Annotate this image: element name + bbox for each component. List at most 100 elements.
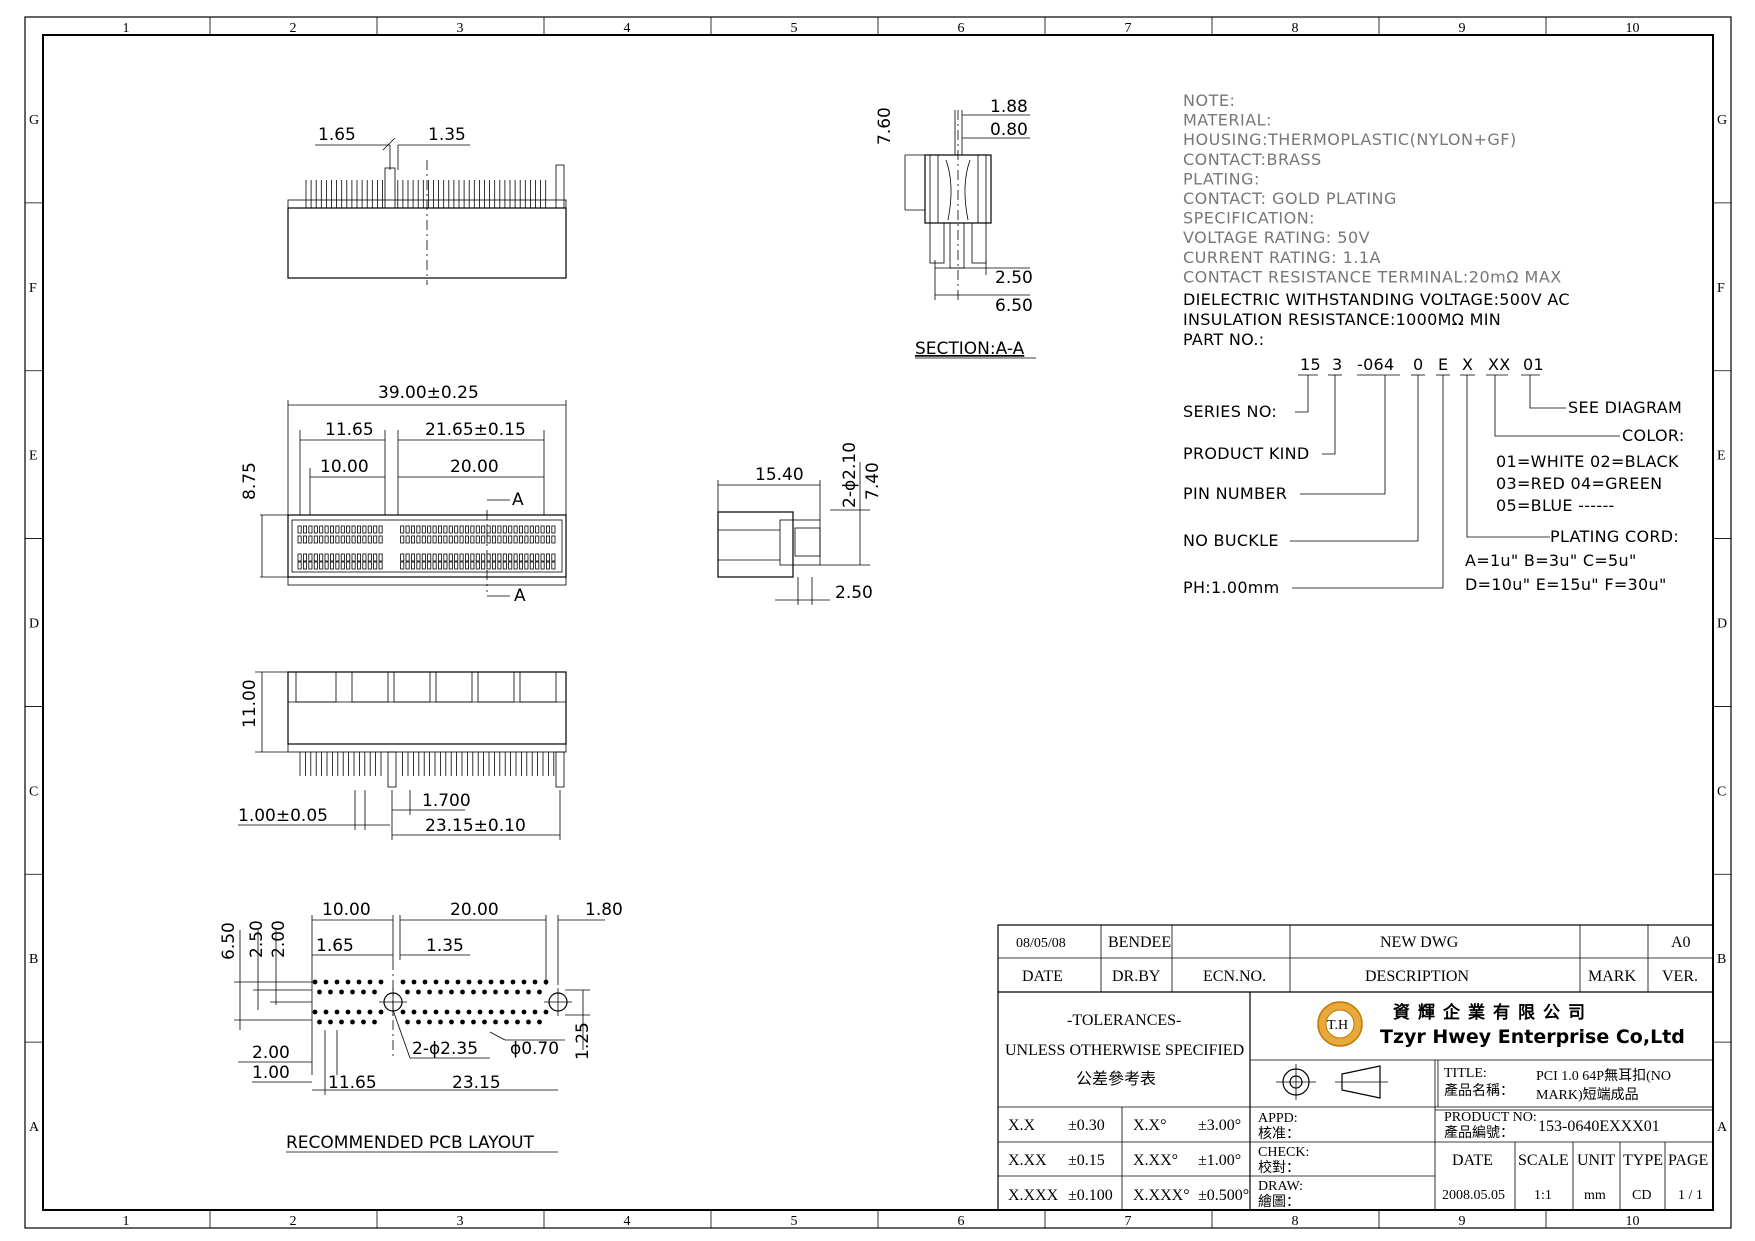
dim-1-88: 1.88 xyxy=(990,97,1028,117)
dim-1-35-pcb: 1.35 xyxy=(426,936,464,956)
title-value-line-1: PCI 1.0 64P無耳扣(NO xyxy=(1536,1068,1671,1084)
pn-seg-064: -064 xyxy=(1357,355,1395,374)
footer-type-header: TYPE xyxy=(1623,1152,1663,1169)
section-mark-a-bottom: A xyxy=(514,586,526,606)
tolerance-cell: ±1.00° xyxy=(1198,1152,1241,1169)
projection-symbol xyxy=(1276,1064,1388,1100)
notes-block: NOTE:MATERIAL:HOUSING:THERMOPLASTIC(NYLO… xyxy=(1183,91,1570,349)
grid-row-label-right: G xyxy=(1717,113,1727,128)
grid-col-label-top: 7 xyxy=(1125,21,1132,36)
grid-row-label-left: E xyxy=(29,449,38,464)
appd-label: APPD: xyxy=(1258,1111,1298,1126)
pn-seg-15: 15 xyxy=(1300,355,1321,374)
note-line: CONTACT: GOLD PLATING xyxy=(1183,189,1397,208)
note-line: CONTACT RESISTANCE TERMINAL:20mΩ MAX xyxy=(1183,267,1562,286)
note-line: MATERIAL: xyxy=(1183,111,1272,130)
dim-2-00-pcb-h: 2.00 xyxy=(252,1043,290,1063)
logo-text: T.H xyxy=(1327,1018,1348,1033)
dim-10-00-plan: 10.00 xyxy=(320,457,369,477)
pn-seg-e: E xyxy=(1438,355,1448,374)
check-label: CHECK: xyxy=(1258,1145,1309,1160)
tolerance-cell: ±0.100 xyxy=(1068,1187,1113,1204)
grid-row-label-right: C xyxy=(1717,784,1726,799)
grid-col-label-bottom: 4 xyxy=(624,1214,631,1229)
grid-col-label-bottom: 1 xyxy=(123,1214,130,1229)
pn-color-line-3: 05=BLUE ------ xyxy=(1496,496,1615,515)
dim-1-80: 1.80 xyxy=(585,900,623,920)
grid-col-label-top: 5 xyxy=(791,21,798,36)
note-line-bold: DIELECTRIC WITHSTANDING VOLTAGE:500V AC xyxy=(1183,290,1570,309)
note-line: SPECIFICATION: xyxy=(1183,209,1315,228)
grid-col-label-top: 8 xyxy=(1292,21,1299,36)
hdr-drby: DR.BY xyxy=(1112,968,1161,985)
tol-cn: 公差參考表 xyxy=(1076,1070,1156,1088)
dim-11-65: 11.65 xyxy=(325,420,374,440)
note-line-bold: PART NO.: xyxy=(1183,330,1264,349)
title-block: 08/05/08 BENDEE NEW DWG A0 DATE DR.BY EC… xyxy=(997,924,1714,1211)
draw-label: DRAW: xyxy=(1258,1179,1303,1194)
hdr-mark: MARK xyxy=(1588,968,1636,985)
pn-series-label: SERIES NO: xyxy=(1183,402,1277,421)
footer-date-value: 2008.05.05 xyxy=(1442,1188,1505,1203)
grid-col-label-bottom: 6 xyxy=(958,1214,965,1229)
pn-product-kind-label: PRODUCT KIND xyxy=(1183,444,1310,463)
pn-pin-number-label: PIN NUMBER xyxy=(1183,484,1287,503)
dim-11-65-pcb: 11.65 xyxy=(328,1073,377,1093)
footer-unit-value: mm xyxy=(1584,1188,1606,1203)
title-label: TITLE: xyxy=(1444,1066,1487,1081)
footer-page-header: PAGE xyxy=(1668,1152,1708,1169)
tolerance-cell: ±0.500° xyxy=(1198,1187,1249,1204)
grid-row-label-left: F xyxy=(29,281,37,296)
section-label: SECTION:A-A xyxy=(915,339,1025,359)
grid-row-label-right: A xyxy=(1717,1120,1728,1135)
pn-color-line-2: 03=RED 04=GREEN xyxy=(1496,474,1662,493)
footer-date-header: DATE xyxy=(1452,1152,1493,1169)
note-line: PLATING: xyxy=(1183,169,1260,188)
grid-col-label-top: 6 xyxy=(958,21,965,36)
footer-scale-header: SCALE xyxy=(1518,1152,1569,1169)
dim-2-50-sec: 2.50 xyxy=(995,268,1033,288)
footer-scale-value: 1:1 xyxy=(1534,1188,1552,1203)
dim-0-80: 0.80 xyxy=(990,120,1028,140)
footer-type-value: CD xyxy=(1632,1188,1651,1203)
pn-seg-xx: XX xyxy=(1488,355,1511,374)
company-logo: T.H xyxy=(1317,1001,1363,1047)
product-no-label: PRODUCT NO: xyxy=(1444,1110,1537,1125)
pn-seg-01: 01 xyxy=(1523,355,1544,374)
dim-1-25: 1.25 xyxy=(573,1022,593,1060)
dim-1-700: 1.700 xyxy=(422,791,471,811)
dim-1-00-pcb: 1.00 xyxy=(252,1063,290,1083)
rev-desc: NEW DWG xyxy=(1380,934,1459,951)
side-view: 15.40 2-ϕ2.10 7.40 2.50 xyxy=(717,442,883,605)
title-label-cn: 產品名稱： xyxy=(1444,1082,1514,1099)
hdr-date: DATE xyxy=(1022,968,1063,985)
grid-row-label-left: A xyxy=(29,1120,40,1135)
section-mark-a-top: A xyxy=(512,490,524,510)
grid-col-label-top: 10 xyxy=(1626,21,1640,36)
part-number-breakdown: 15 3 -064 0 E X XX 01 SERIES NO: PRODUCT… xyxy=(1183,355,1684,597)
company-name-en: Tzyr Hwey Enterprise Co,Ltd xyxy=(1380,1026,1685,1048)
dim-1-00-pitch: 1.00±0.05 xyxy=(238,806,328,826)
note-line: CURRENT RATING: 1.1A xyxy=(1183,248,1381,267)
dim-39-00: 39.00±0.25 xyxy=(378,383,479,403)
dim-23-15-pcb: 23.15 xyxy=(452,1073,501,1093)
grid-col-label-bottom: 5 xyxy=(791,1214,798,1229)
grid-col-label-top: 3 xyxy=(457,21,464,36)
rev-date: 08/05/08 xyxy=(1016,936,1066,951)
grid-col-label-top: 1 xyxy=(123,21,130,36)
product-no-label-cn: 產品編號： xyxy=(1444,1124,1514,1141)
note-line: VOLTAGE RATING: 50V xyxy=(1183,228,1370,247)
pcb-layout-view: 10.00 20.00 1.80 6.50 2.50 2.00 1.65 1.3… xyxy=(219,900,623,1153)
grid-col-label-bottom: 3 xyxy=(457,1214,464,1229)
tol-subtitle: UNLESS OTHERWISE SPECIFIED xyxy=(1005,1042,1244,1059)
tolerance-cell: X.X xyxy=(1008,1117,1036,1134)
product-no-value: 153-0640EXXX01 xyxy=(1538,1118,1660,1135)
grid-row-label-right: E xyxy=(1717,449,1726,464)
dim-23-15-front: 23.15±0.10 xyxy=(425,816,526,836)
tolerance-cell: X.XX° xyxy=(1133,1152,1178,1169)
pn-seg-3: 3 xyxy=(1332,355,1342,374)
dim-1-65-pcb: 1.65 xyxy=(316,936,354,956)
pn-plating-line-2: D=10u" E=15u" F=30u" xyxy=(1465,575,1667,594)
